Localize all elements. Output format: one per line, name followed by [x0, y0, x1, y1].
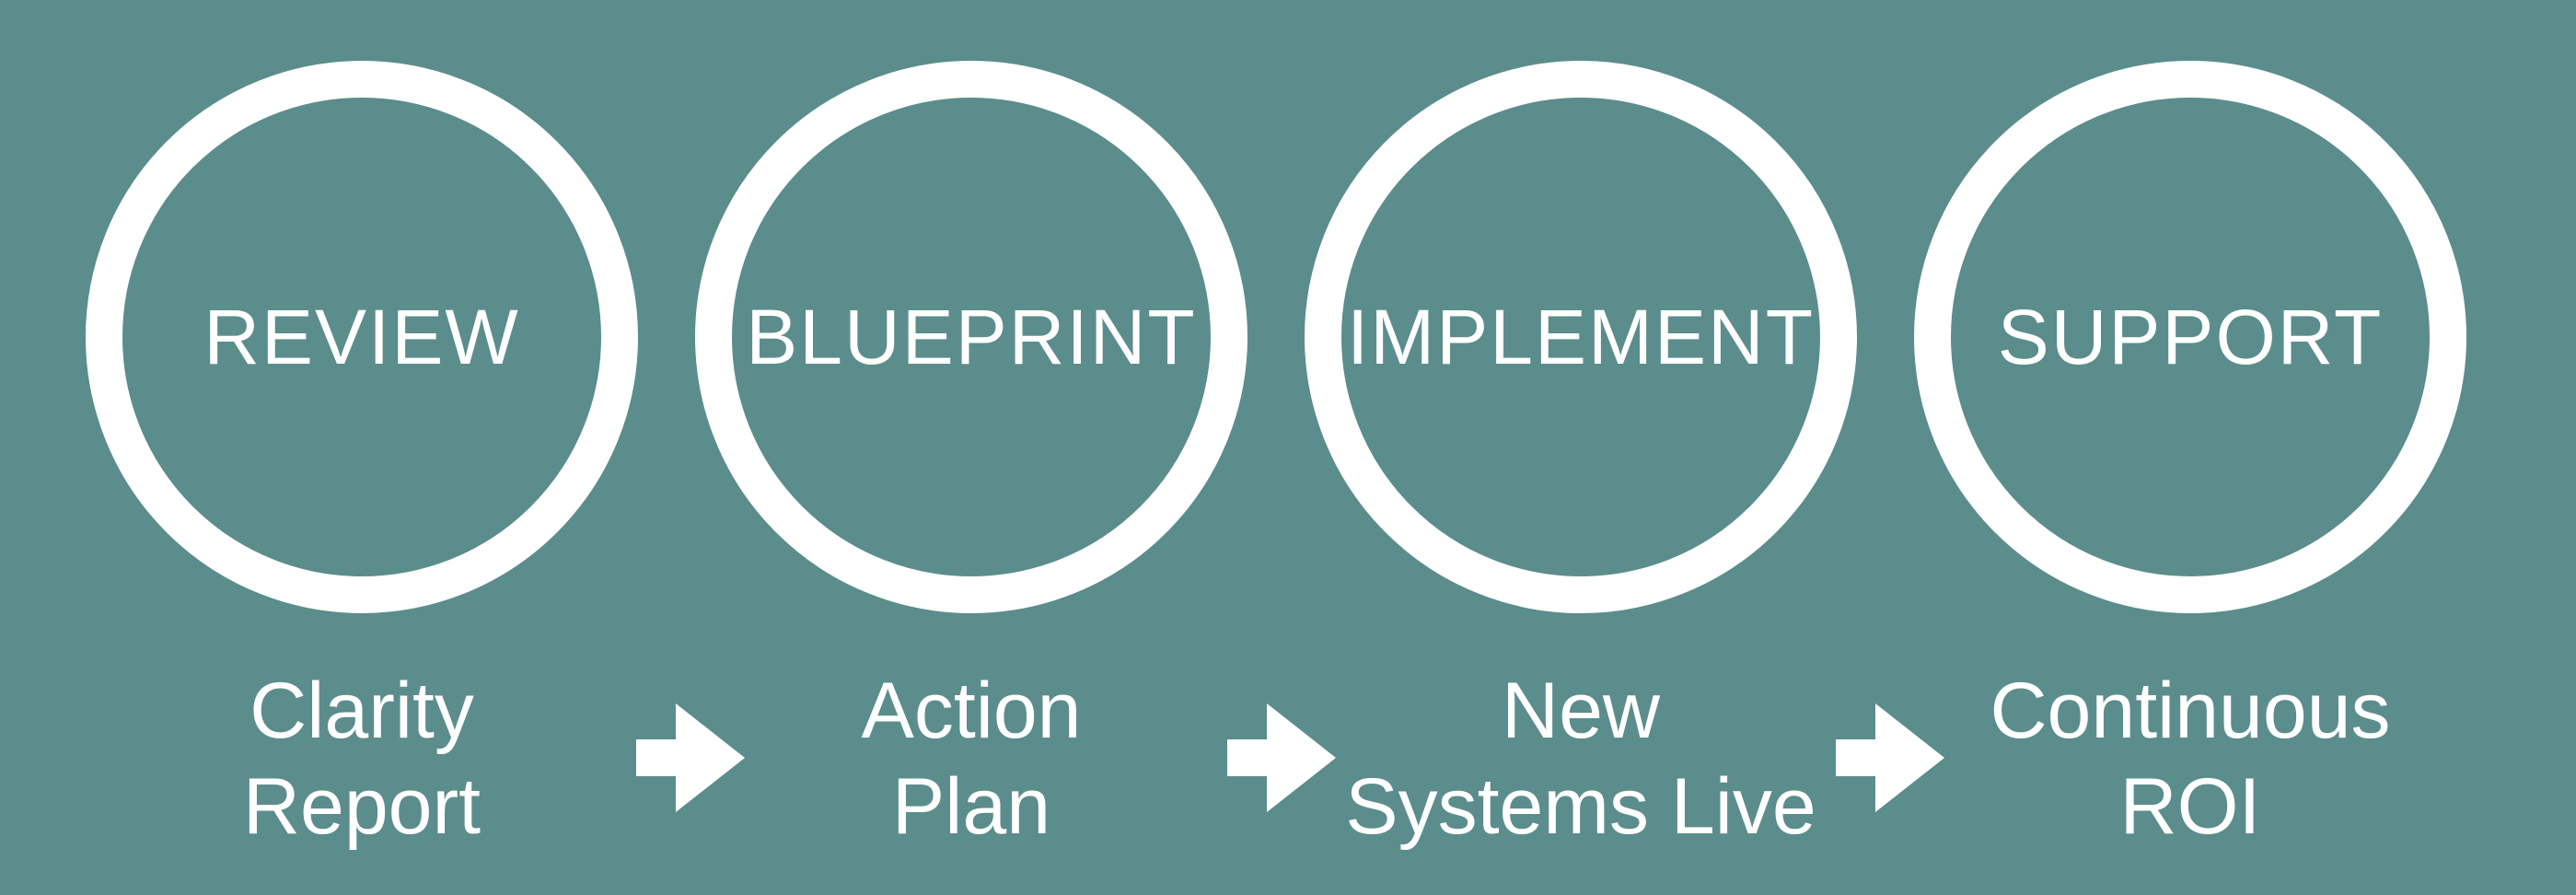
step-title: BLUEPRINT [746, 293, 1197, 380]
caption-line: Action [861, 667, 1082, 755]
arrow-right-icon [1227, 703, 1336, 812]
caption-line: ROI [2119, 762, 2261, 851]
arrow-right-icon [1836, 703, 1944, 812]
step-circle-blueprint: BLUEPRINT [695, 61, 1247, 613]
caption-line: Report [242, 762, 482, 851]
step-circle-implement: IMPLEMENT [1305, 61, 1857, 613]
caption-line: New [1501, 667, 1661, 755]
step-title: SUPPORT [1997, 293, 2384, 380]
step-circle-support: SUPPORT [1914, 61, 2466, 613]
caption-line: Clarity [249, 667, 474, 755]
caption-line: Plan [891, 762, 1051, 851]
step-title: IMPLEMENT [1346, 293, 1816, 380]
caption-line: Systems Live [1345, 762, 1816, 851]
arrow-right-icon [636, 703, 745, 812]
step-circle-review: REVIEW [86, 61, 638, 613]
caption-line: Continuous [1990, 667, 2391, 755]
step-title: REVIEW [203, 293, 520, 380]
